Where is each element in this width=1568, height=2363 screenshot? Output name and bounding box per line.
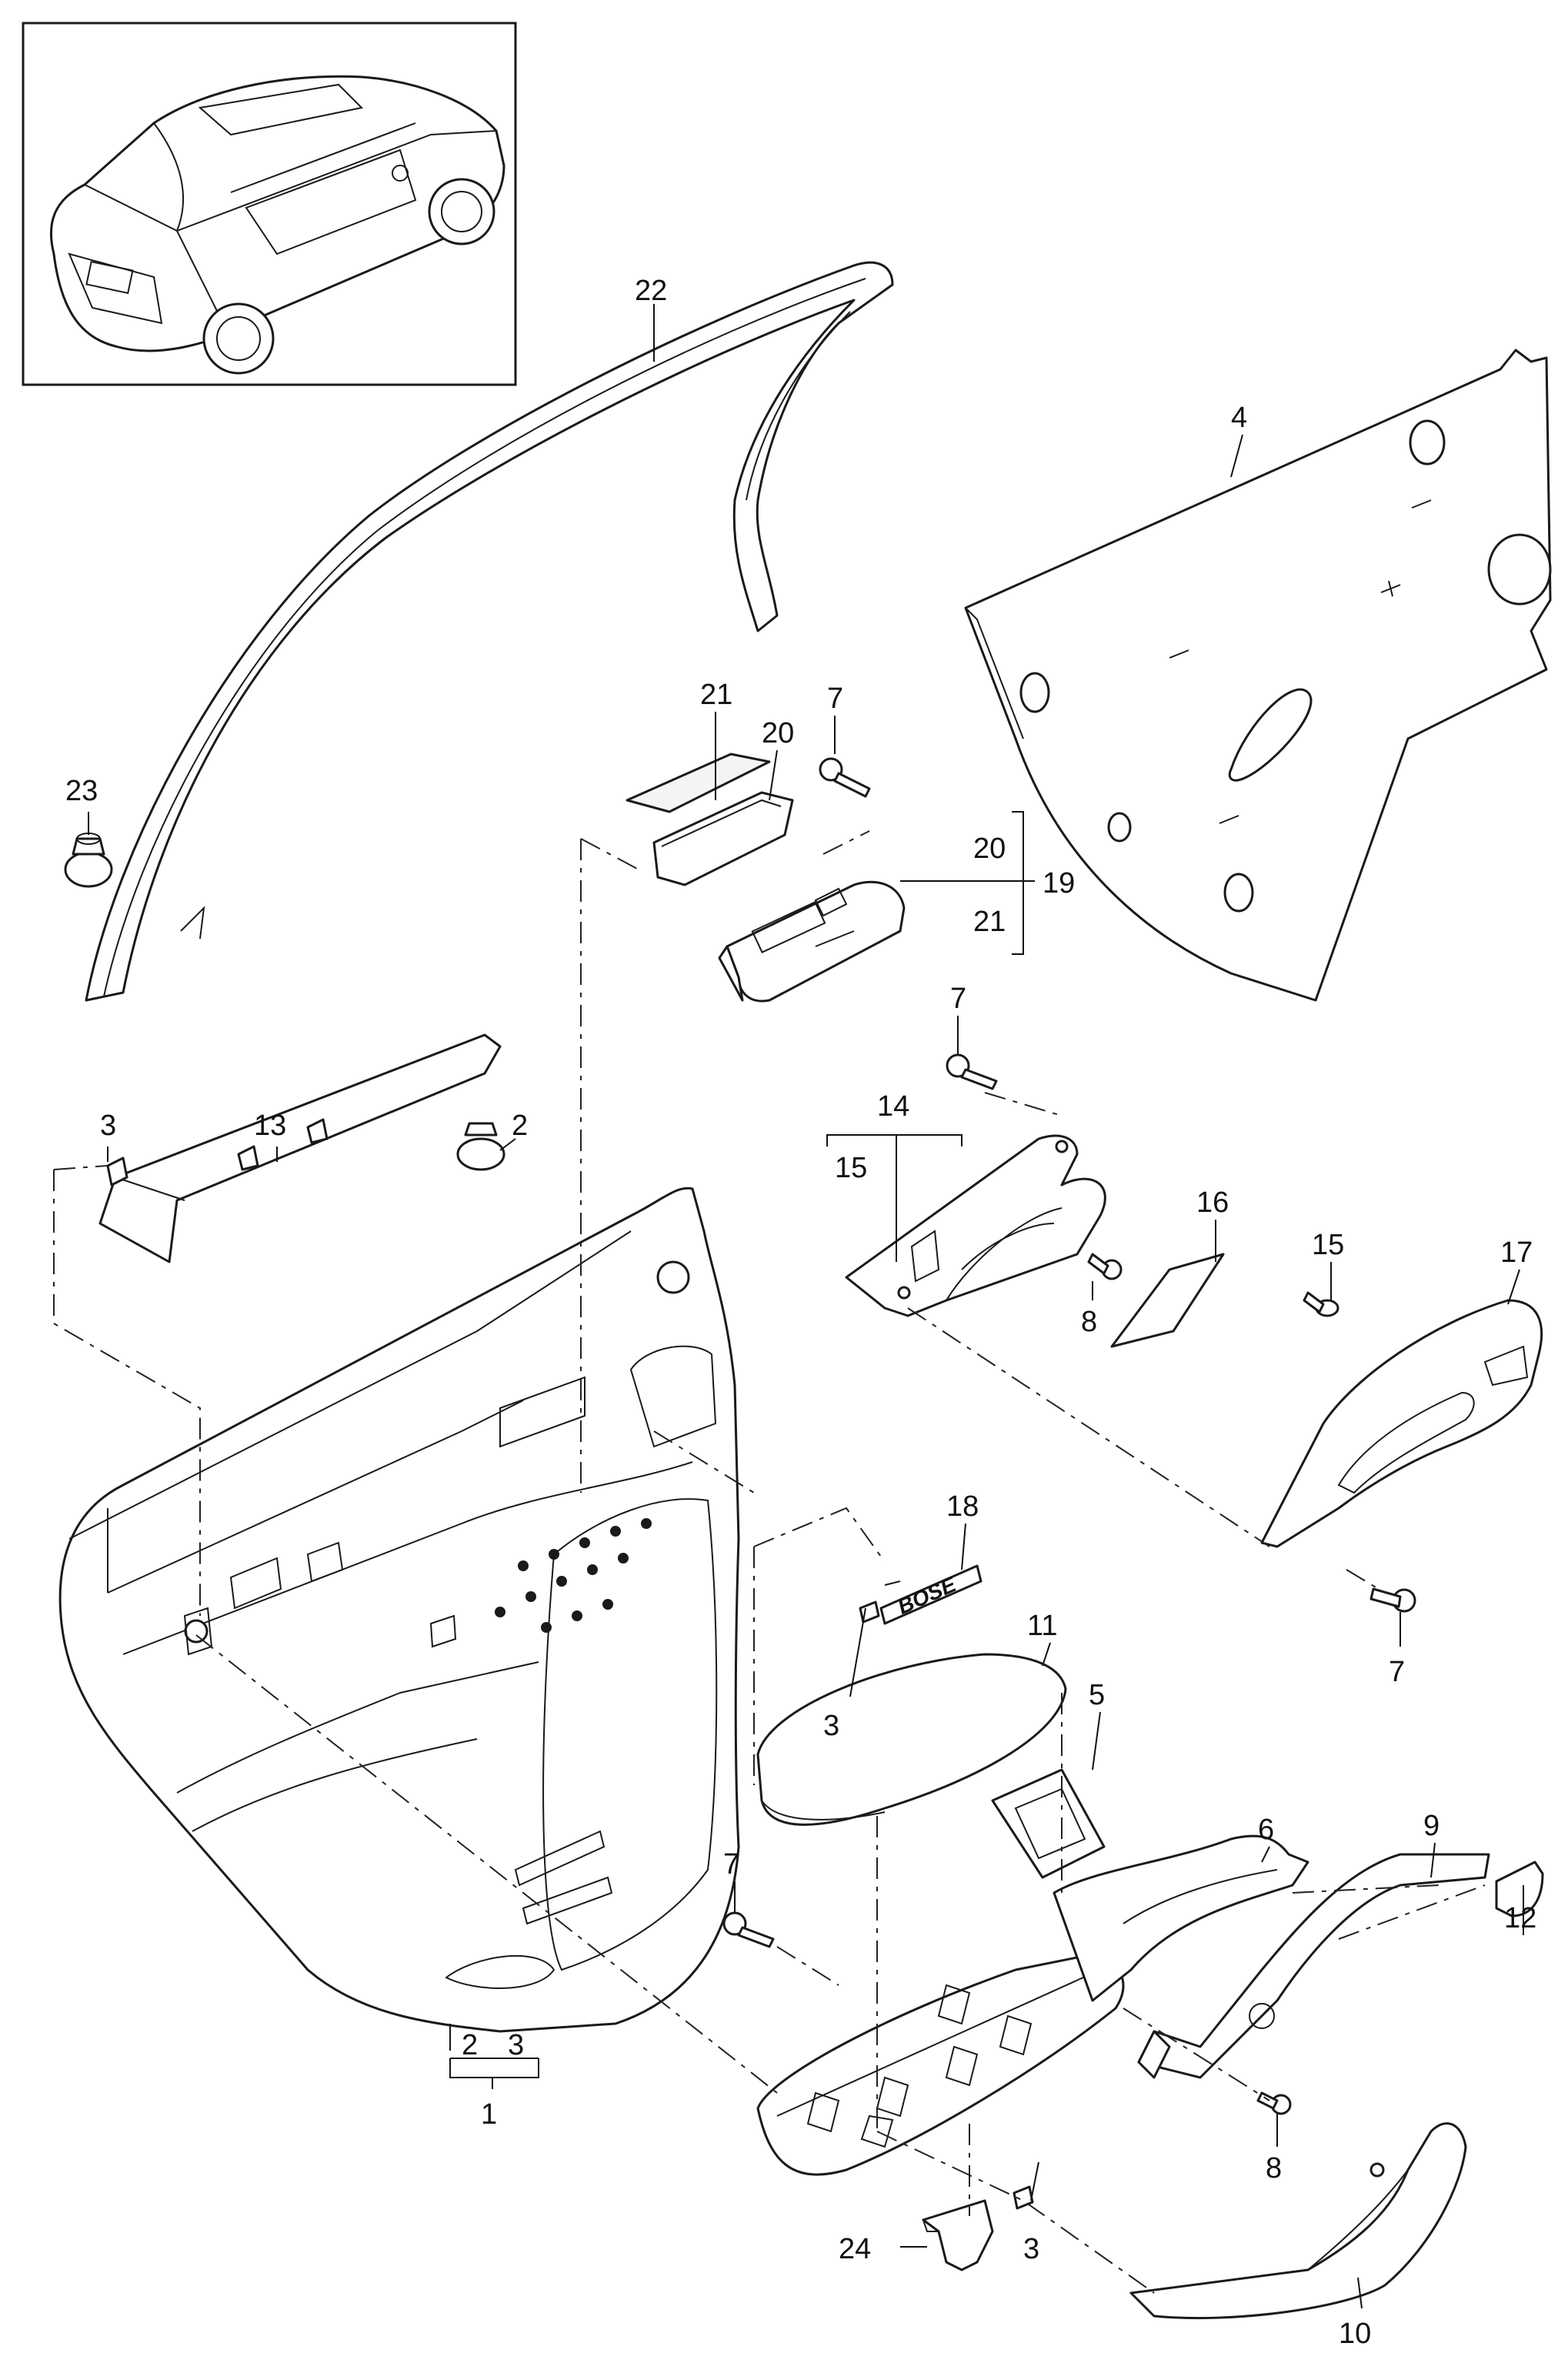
callout-3-lower: 3 <box>1023 2233 1039 2265</box>
callout-15-right: 15 <box>1312 1229 1344 1261</box>
callout-11: 11 <box>1027 1610 1057 1642</box>
lower-trim-strip <box>1129 2122 1467 2320</box>
inner-door-handle <box>1260 1299 1543 1548</box>
cover-16 <box>1110 1253 1225 1348</box>
callout-7-handle: 7 <box>950 983 966 1015</box>
trim-strip-13 <box>98 1033 502 1263</box>
callout-13: 13 <box>254 1110 286 1142</box>
callout-7-upper: 7 <box>827 683 843 715</box>
callout-19: 19 <box>1043 867 1075 899</box>
callout-8-lower: 8 <box>1266 2152 1282 2184</box>
callout-7-right: 7 <box>1389 1656 1405 1688</box>
switch-bezel <box>991 1768 1106 1879</box>
door-handle-bracket <box>845 1134 1106 1317</box>
vehicle-overview-inset <box>22 22 517 386</box>
leader-lines <box>88 304 1524 2309</box>
bose-badge: BOSE <box>879 1564 983 1625</box>
callout-2-upper: 2 <box>512 1110 528 1142</box>
callout-22: 22 <box>635 275 667 307</box>
screw-15 <box>1303 1291 1339 1317</box>
callout-17: 17 <box>1500 1237 1533 1269</box>
screw-7-right <box>1369 1587 1416 1613</box>
callout-14: 14 <box>877 1090 909 1123</box>
storage-compartment-assembly <box>626 753 906 1003</box>
speaker-grille-holes <box>495 1518 652 1633</box>
clip-3-upper <box>106 1156 128 1187</box>
screw-7-left <box>722 1911 775 1948</box>
sound-insulation-panel <box>964 349 1552 1002</box>
callout-6: 6 <box>1258 1814 1274 1846</box>
callout-23: 23 <box>65 775 98 807</box>
callout-3-middle: 3 <box>823 1710 839 1742</box>
callout-8-upper: 8 <box>1081 1306 1097 1338</box>
armrest-carrier <box>756 1953 1125 2176</box>
door-trim-panel <box>58 1187 740 2033</box>
bracket-24 <box>922 2199 994 2271</box>
callout-10: 10 <box>1339 2318 1371 2350</box>
pull-handle <box>1137 1853 1490 2079</box>
screw-7-upper <box>819 757 871 798</box>
grab-handle-cover <box>1053 1834 1309 2002</box>
end-cap <box>1495 1861 1544 1917</box>
callout-3-lower-left: 3 <box>508 2029 524 2061</box>
callout-24: 24 <box>839 2233 871 2265</box>
callout-20-group: 20 <box>973 833 1006 865</box>
callout-4: 4 <box>1231 402 1247 434</box>
vehicle-illustration <box>49 75 505 375</box>
callout-9: 9 <box>1423 1810 1440 1842</box>
retaining-plug-23 <box>64 833 113 888</box>
callout-20-upper: 20 <box>762 717 794 749</box>
assembly-lines <box>53 830 1486 2294</box>
window-frame-seal <box>85 261 894 1002</box>
callout-21-upper: 21 <box>700 679 732 711</box>
armrest-pad <box>756 1653 1067 1826</box>
callout-12: 12 <box>1504 1902 1536 1934</box>
callout-labels: 22 4 21 20 7 23 20 19 21 7 3 13 2 14 15 … <box>65 275 1536 2350</box>
screw-8-upper <box>1087 1253 1123 1280</box>
bose-badge-text: BOSE <box>894 1572 960 1619</box>
screw-8-lower <box>1256 2091 1292 2115</box>
plug-2 <box>456 1122 505 1171</box>
callout-16: 16 <box>1196 1187 1229 1219</box>
callout-7-left: 7 <box>723 1848 739 1881</box>
callout-2-lower: 2 <box>462 2029 478 2061</box>
callout-15-left: 15 <box>835 1152 867 1184</box>
callout-21-group: 21 <box>973 906 1006 938</box>
callout-1: 1 <box>481 2098 497 2131</box>
callout-3-upper: 3 <box>100 1110 116 1142</box>
clip-3-lower <box>1013 2185 1034 2210</box>
callout-5: 5 <box>1089 1679 1105 1711</box>
screw-7-handle <box>946 1053 998 1090</box>
callout-18: 18 <box>946 1490 979 1523</box>
